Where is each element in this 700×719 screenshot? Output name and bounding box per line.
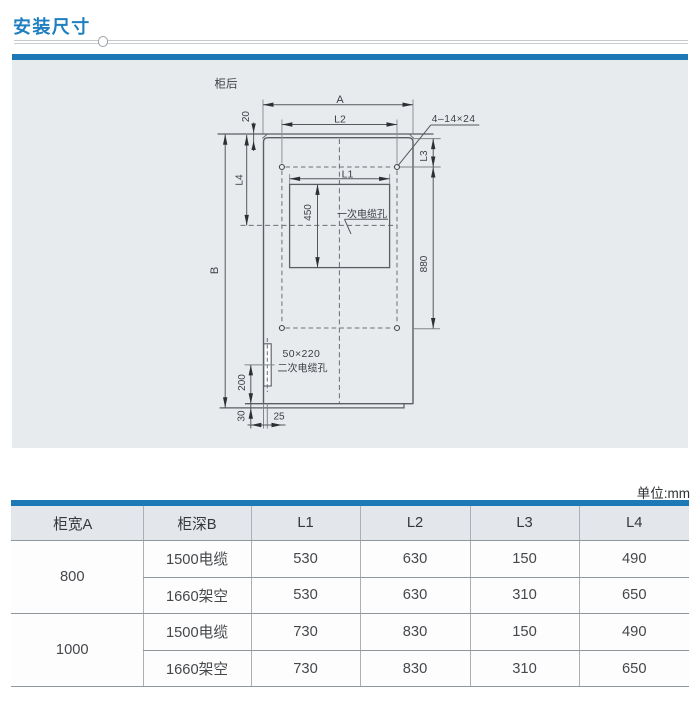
svg-text:L1: L1 [342,168,354,180]
svg-text:30: 30 [236,410,247,422]
svg-text:880: 880 [419,255,430,272]
svg-text:4–14×24: 4–14×24 [432,114,476,125]
svg-text:B: B [209,267,221,274]
svg-text:200: 200 [237,374,248,391]
svg-text:25: 25 [273,412,285,423]
svg-text:L4: L4 [235,174,246,186]
svg-text:50×220: 50×220 [283,348,321,360]
svg-text:L3: L3 [419,150,430,162]
svg-text:L2: L2 [334,113,346,125]
svg-text:20: 20 [241,111,252,123]
svg-text:一次电缆孔: 一次电缆孔 [337,208,387,221]
svg-text:A: A [336,94,344,106]
svg-text:二次电缆孔: 二次电缆孔 [278,362,328,375]
svg-text:450: 450 [303,204,314,221]
svg-text:柜后: 柜后 [215,78,238,91]
